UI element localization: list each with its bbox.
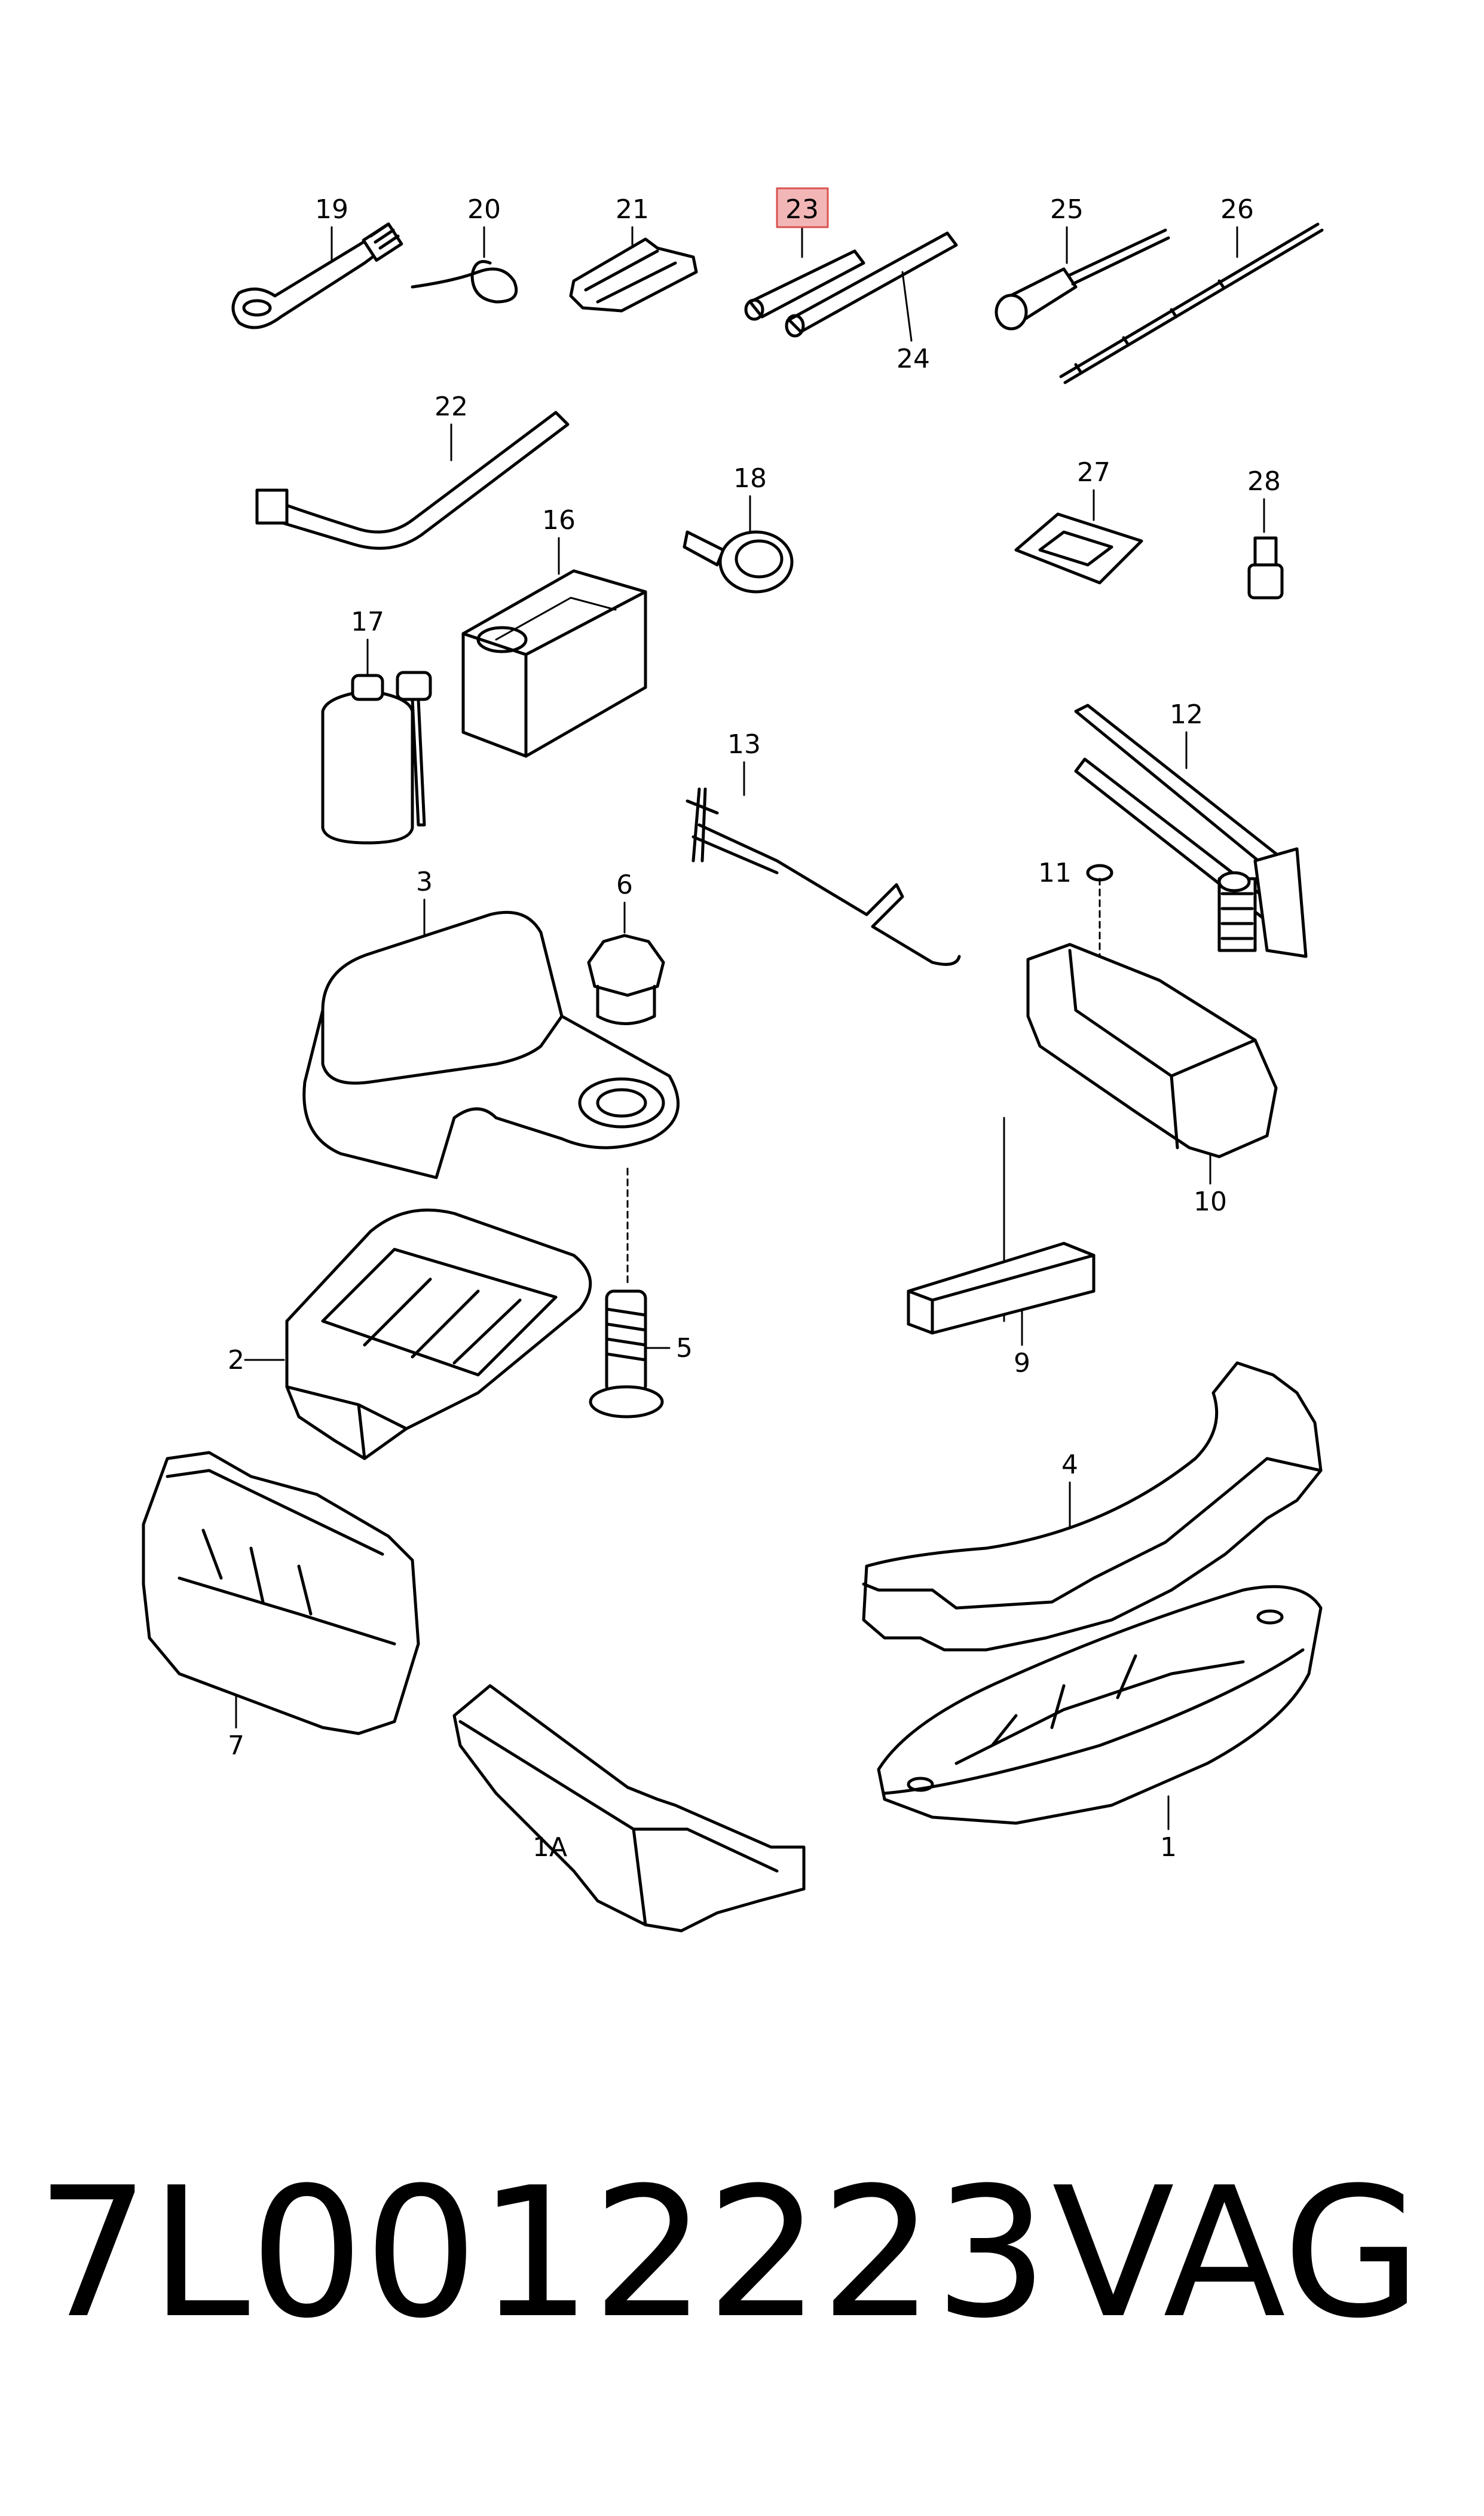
part-17-sealant-bottle bbox=[321, 638, 432, 845]
label-2: 2 bbox=[228, 1345, 244, 1375]
part-4-foam-insert bbox=[862, 1361, 1323, 1652]
part-number: 7L0012223 bbox=[36, 2149, 1049, 2358]
part-12-jack bbox=[1074, 704, 1308, 958]
label-25: 25 bbox=[1050, 194, 1084, 225]
parts-diagram: 19 20 21 23 24 25 26 22 18 27 28 16 17 1… bbox=[142, 187, 1324, 1933]
part-27-label-plate bbox=[1014, 489, 1143, 585]
part-5-bolt bbox=[589, 1167, 671, 1419]
label-12: 12 bbox=[1170, 699, 1203, 730]
label-1: 1 bbox=[1160, 1832, 1177, 1863]
label-10: 10 bbox=[1194, 1187, 1227, 1217]
part-2-tray bbox=[244, 1208, 592, 1460]
label-3: 3 bbox=[416, 867, 433, 897]
part-13-hose bbox=[686, 761, 961, 966]
part-28-bolt bbox=[1247, 498, 1284, 600]
label-16: 16 bbox=[542, 505, 576, 536]
part-16-compressor-box bbox=[461, 537, 647, 758]
label-26: 26 bbox=[1220, 194, 1254, 225]
part-1A-tray bbox=[452, 1684, 806, 1933]
part-3-cover bbox=[302, 898, 680, 1179]
part-22-wheel-wrench bbox=[255, 411, 570, 550]
part-18-pressure-gauge bbox=[683, 495, 794, 594]
label-18: 18 bbox=[733, 463, 767, 494]
label-9: 9 bbox=[1014, 1348, 1030, 1378]
label-4: 4 bbox=[1061, 1450, 1078, 1480]
label-27: 27 bbox=[1077, 457, 1110, 488]
label-28: 28 bbox=[1247, 466, 1281, 497]
label-23: 23 bbox=[785, 194, 819, 225]
label-23-highlight bbox=[776, 187, 829, 228]
label-7: 7 bbox=[228, 1731, 244, 1761]
label-22: 22 bbox=[435, 392, 468, 422]
label-19: 19 bbox=[315, 194, 348, 225]
label-6: 6 bbox=[616, 870, 633, 900]
part-19-towing-eye bbox=[231, 222, 403, 329]
part-20-clip bbox=[411, 226, 518, 304]
label-20: 20 bbox=[467, 194, 501, 225]
part-10-jack-holder bbox=[1026, 943, 1278, 1185]
part-1-tray bbox=[877, 1585, 1323, 1830]
part-26-rod bbox=[1059, 222, 1324, 384]
label-17: 17 bbox=[351, 607, 384, 637]
part-6-knob bbox=[587, 901, 665, 1025]
part-25-handle bbox=[995, 226, 1170, 331]
part-7-storage-box bbox=[142, 1451, 420, 1735]
part-9-wheel-chock bbox=[907, 1117, 1096, 1346]
label-21: 21 bbox=[616, 194, 649, 225]
label-24: 24 bbox=[896, 344, 930, 374]
brand-name: VAG bbox=[1052, 2149, 1422, 2358]
part-21-bracket bbox=[569, 226, 698, 313]
label-1A: 1A bbox=[533, 1832, 567, 1863]
part-23-24-tubes bbox=[744, 220, 958, 342]
label-11: 11 bbox=[1038, 858, 1072, 888]
label-13: 13 bbox=[727, 729, 761, 760]
label-5: 5 bbox=[676, 1333, 693, 1364]
